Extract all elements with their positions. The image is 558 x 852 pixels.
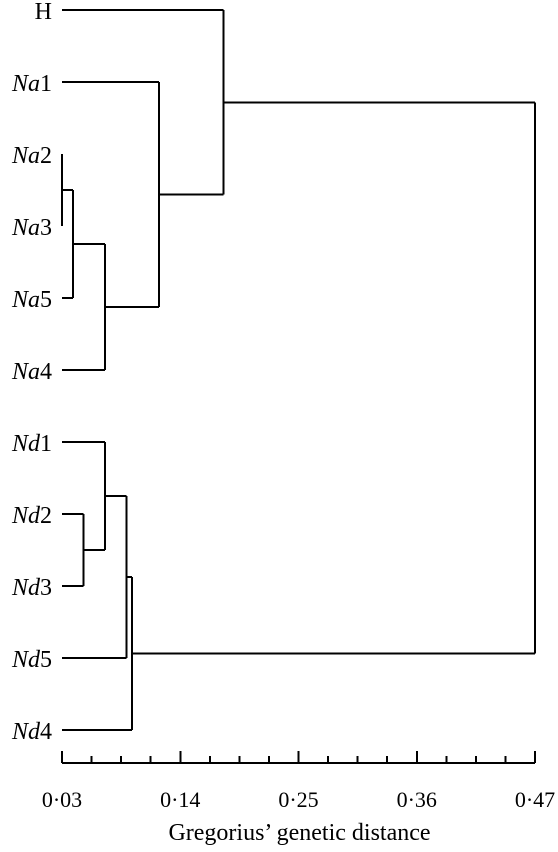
leaf-label-suffix: 3	[40, 575, 52, 601]
axis-tick-label: 0·25	[278, 787, 318, 812]
axis-tick-label: 0·36	[397, 787, 437, 812]
axis-tick-labels: 0·03 0·14 0·25 0·36 0·47	[42, 787, 555, 812]
axis-ticks	[61, 751, 536, 763]
axis-tick-label: 0·14	[160, 787, 200, 812]
leaf-label-suffix: 5	[40, 647, 52, 673]
leaf-label-nd2: Nd2	[11, 503, 52, 529]
leaf-label-nd4: Nd4	[11, 719, 52, 745]
leaf-label-prefix: Nd	[11, 431, 41, 457]
leaf-label-nd3: Nd3	[11, 575, 52, 601]
leaf-label-suffix: 1	[40, 71, 52, 97]
leaf-label-suffix: 5	[40, 287, 52, 313]
leaf-label-na2: Na2	[11, 143, 52, 169]
dendrogram-branches	[61, 9, 536, 731]
leaf-label-suffix: 1	[40, 431, 52, 457]
leaf-label-suffix: 3	[40, 215, 52, 241]
leaf-label-suffix: 4	[40, 359, 52, 385]
leaf-label-h: H	[35, 0, 52, 25]
leaf-label-prefix: Nd	[11, 647, 41, 673]
leaf-label-prefix: Nd	[11, 503, 41, 529]
leaf-label-nd5: Nd5	[11, 647, 52, 673]
leaf-label-prefix: Nd	[11, 719, 41, 745]
leaf-label-prefix: Na	[11, 143, 40, 169]
leaf-label-prefix: Na	[11, 287, 40, 313]
leaf-label-suffix: 4	[40, 719, 52, 745]
leaf-label-na4: Na4	[11, 359, 52, 385]
leaf-label-prefix: Na	[11, 215, 40, 241]
leaf-label-prefix: Na	[11, 359, 40, 385]
leaf-label-na3: Na3	[11, 215, 52, 241]
axis-tick-label: 0·03	[42, 787, 82, 812]
leaf-label-nd1: Nd1	[11, 431, 52, 457]
axis-tick-label: 0·47	[515, 787, 555, 812]
leaf-label-prefix: Nd	[11, 575, 41, 601]
leaf-label-suffix: 2	[40, 503, 52, 529]
axis-title: Gregorius’ genetic distance	[168, 820, 430, 846]
leaf-label-prefix: Na	[11, 71, 40, 97]
leaf-label-na1: Na1	[11, 71, 52, 97]
leaf-label-suffix: H	[35, 0, 52, 25]
leaf-label-na5: Na5	[11, 287, 52, 313]
distance-axis: 0·03 0·14 0·25 0·36 0·47 Gregorius’ genetic …	[42, 751, 555, 846]
leaf-label-suffix: 2	[40, 143, 52, 169]
